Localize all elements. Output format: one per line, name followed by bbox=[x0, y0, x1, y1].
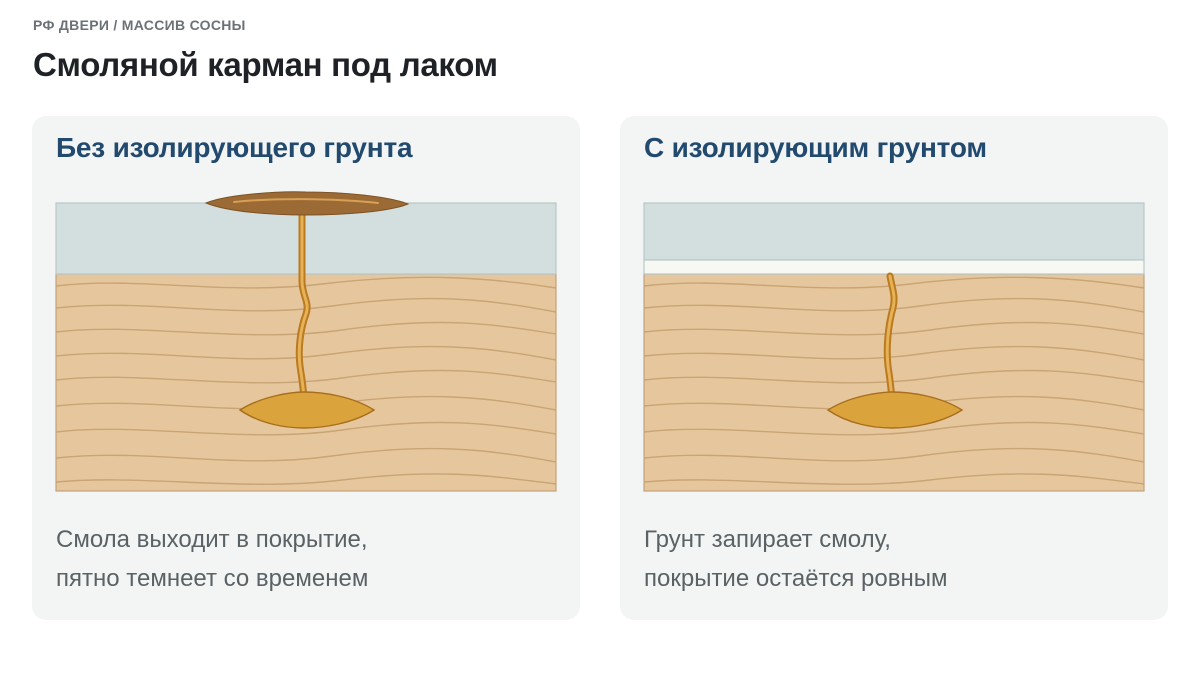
caption-line-1: Грунт запирает смолу, bbox=[644, 526, 891, 553]
diagram-without-primer bbox=[55, 191, 557, 492]
diagram-with-primer bbox=[643, 202, 1145, 492]
panel-with-primer: С изолирующим грунтом Грунт запирает смо… bbox=[620, 116, 1168, 620]
caption: Грунт запирает смолу, покрытие остаётся … bbox=[644, 520, 947, 598]
resin-pocket bbox=[826, 391, 964, 429]
caption: Смола выходит в покрытие, пятно темнеет … bbox=[56, 520, 368, 598]
caption-line-2: пятно темнеет со временем bbox=[56, 565, 369, 592]
wood-grain bbox=[55, 276, 557, 485]
caption-line-1: Смола выходит в покрытие, bbox=[56, 526, 368, 553]
panel-title: Без изолирующего грунта bbox=[56, 132, 413, 163]
primer-layer bbox=[643, 259, 1145, 275]
panel-without-primer: Без изолирующего грунта Смола выходит в … bbox=[32, 116, 580, 620]
resin-stain bbox=[204, 191, 410, 216]
caption-line-2: покрытие остаётся ровным bbox=[644, 565, 948, 592]
breadcrumb: РФ ДВЕРИ / МАССИВ СОСНЫ bbox=[33, 17, 246, 33]
resin-pocket bbox=[238, 391, 376, 429]
wood-grain bbox=[643, 276, 1145, 485]
page-title: Смоляной карман под лаком bbox=[33, 46, 498, 83]
coating-layer bbox=[643, 202, 1145, 261]
panel-title: С изолирующим грунтом bbox=[644, 132, 987, 163]
